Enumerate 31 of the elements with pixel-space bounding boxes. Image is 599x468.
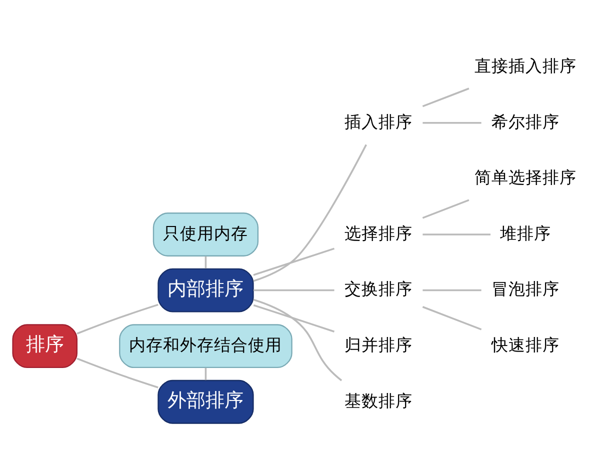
connector (422, 122, 482, 124)
connector (422, 233, 491, 235)
connector (422, 198, 470, 218)
node-text: 简单选择排序 (474, 168, 577, 187)
connector (204, 256, 207, 268)
node-text: 希尔排序 (492, 112, 560, 131)
node-box: 内部排序 (158, 268, 254, 312)
connector (76, 303, 158, 334)
connector (422, 288, 482, 291)
connector (253, 304, 335, 332)
node-box: 排序 (12, 324, 78, 368)
node-text: 直接插入排序 (474, 56, 577, 76)
connector (422, 87, 470, 107)
connector (253, 247, 335, 276)
node-box: 内存和外存结合使用 (119, 324, 292, 368)
node-text: 冒泡排序 (492, 279, 560, 298)
connector (253, 298, 342, 381)
connector (253, 144, 367, 282)
connector (422, 306, 482, 330)
node-box: 只使用内存 (152, 212, 259, 256)
node-text: 交换排序 (344, 279, 412, 298)
connector (204, 367, 207, 380)
node-text: 快速排序 (492, 334, 560, 354)
node-text: 选择排序 (344, 223, 412, 242)
connector (76, 357, 158, 388)
node-text: 归并排序 (344, 334, 412, 354)
node-text: 堆排序 (500, 223, 552, 242)
node-text: 基数排序 (344, 390, 412, 410)
connector (253, 288, 334, 291)
node-box: 外部排序 (158, 379, 254, 424)
node-text: 插入排序 (344, 112, 412, 131)
